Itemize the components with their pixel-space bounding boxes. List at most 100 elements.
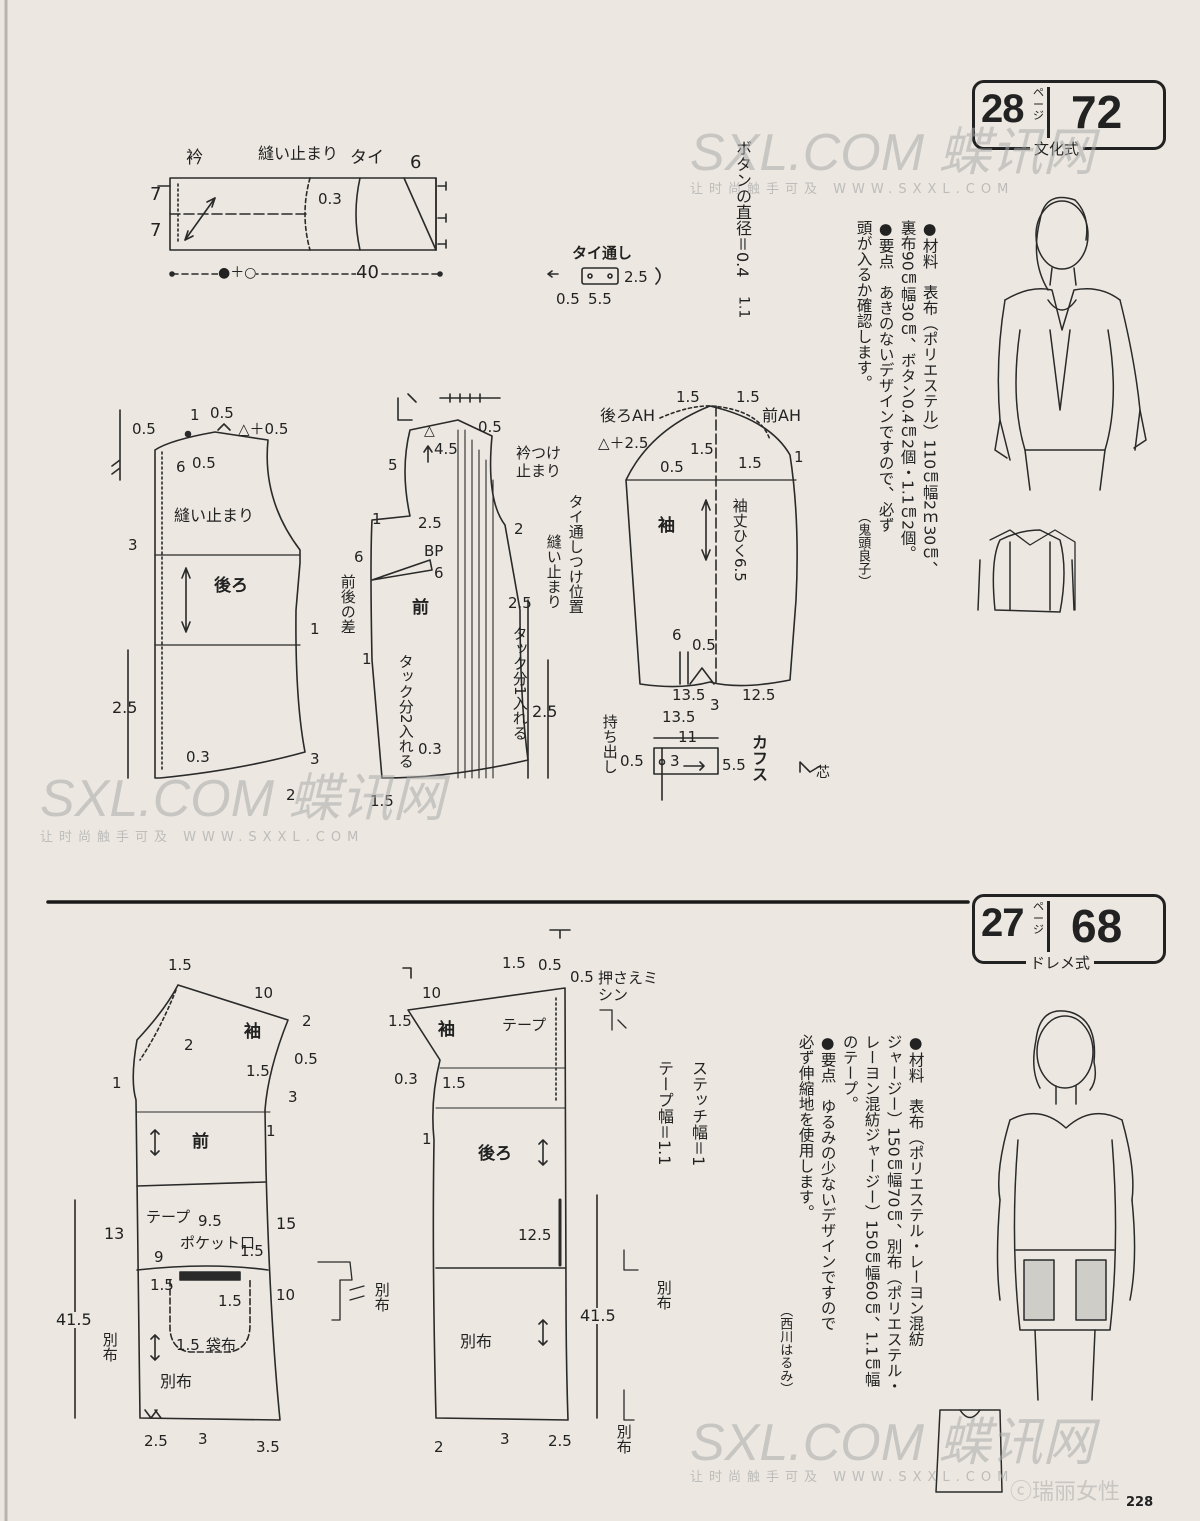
- label-collar: 衿: [186, 148, 203, 168]
- sleeve-dim-3: 3: [710, 696, 720, 714]
- front-dim-0-3: 0.3: [418, 740, 442, 758]
- bf-dim-3-5: 3.5: [256, 1438, 280, 1456]
- detail-contrast-c: 別布: [614, 1424, 633, 1454]
- dim-6: 6: [410, 152, 422, 173]
- cuff-dim-5-5: 5.5: [722, 756, 746, 774]
- bf-dim-9-5: 9.5: [198, 1212, 222, 1230]
- sleeve-dim-1: 1: [794, 448, 804, 466]
- page-ref-number: 28: [981, 87, 1024, 131]
- dim-7b: 7: [150, 220, 162, 241]
- point-line-2: 必ず伸縮地を使用します。: [796, 1034, 815, 1220]
- front-dim-6a: 6: [354, 548, 364, 566]
- bf-dim-1-5b: 1.5: [246, 1062, 270, 1080]
- bf-dim-1a: 1: [112, 1074, 122, 1092]
- sleeve-dim-13-5a: 13.5: [672, 686, 706, 704]
- back-dim-3: 3: [128, 536, 138, 554]
- bf-dim-41-5: 41.5: [56, 1310, 92, 1329]
- label-front-tunic: 前: [192, 1132, 209, 1152]
- sleeve-dim-6: 6: [672, 626, 682, 644]
- front-dim-1: 1: [372, 510, 382, 528]
- sleeve-dim-1-5d: 1.5: [738, 454, 762, 472]
- back-dim-1: 1: [190, 406, 200, 424]
- dim-7a: 7: [150, 184, 162, 205]
- cuff-dim-3: 3: [670, 752, 680, 770]
- tuck-1: タック分1入れる: [510, 626, 529, 741]
- bf-tape: テープ: [146, 1208, 191, 1226]
- cuff-interfacing: 芯: [816, 765, 830, 781]
- bb-dim-12-5: 12.5: [518, 1226, 552, 1244]
- label-back: 後ろ: [214, 576, 248, 596]
- material-line-2: ジャージー）150㎝幅70㎝、別布（ポリエステル・: [884, 1034, 903, 1394]
- bf-dim-1-5d: 1.5: [240, 1242, 264, 1260]
- label-cuffs: カフス: [749, 734, 768, 782]
- front-dim-2-5b: 2.5: [508, 594, 532, 612]
- material-line-1: ●材料 表布（ポリエステル・レーヨン混紡: [906, 1034, 925, 1347]
- sleeve-top: [625, 405, 798, 688]
- back-dim-0-5a: 0.5: [132, 420, 156, 438]
- tie-loop-position: タイ通しつけ位置: [566, 494, 585, 614]
- front-bp: BP: [424, 542, 444, 560]
- sleeve-dim-0-5b: 0.5: [692, 636, 716, 654]
- collar-dimension-40: [169, 271, 443, 277]
- drafting-method: 文化式: [1030, 138, 1084, 159]
- back-dim-0-5b: 0.5: [210, 404, 234, 422]
- material-line-3: レーヨン混紡ジャージー）150㎝幅60㎝、1.1㎝幅: [862, 1034, 881, 1387]
- bb-press-stitch: 押さえミシン: [598, 969, 659, 1004]
- bb-tape: テープ: [502, 1016, 547, 1034]
- pattern-number: 72: [1071, 86, 1123, 138]
- label-sewing-stop: 縫い止まり: [258, 144, 339, 163]
- bb-sleeve: 袖: [438, 1020, 455, 1040]
- bf-dim-10: 10: [254, 984, 274, 1002]
- watermark-sub-mid: 让时尚触手可及 WWW.SXXL.COM: [40, 830, 365, 845]
- front-dim-6b: 6: [434, 564, 444, 582]
- bf-dim-1b: 1: [266, 1122, 276, 1140]
- bb-dim-1: 1: [422, 1130, 432, 1148]
- back-dim-0-3: 0.3: [186, 748, 210, 766]
- page-ref-number: 27: [981, 901, 1024, 945]
- back-dim-0-5c: 0.5: [192, 454, 216, 472]
- bf-contrast-fabric-2: 別布: [160, 1372, 193, 1391]
- front-armhole: 前AH: [762, 406, 801, 425]
- cuff-piece: [653, 737, 821, 801]
- bb-dim-0-3: 0.3: [394, 1070, 418, 1088]
- bf-pocket-mouth: ポケット口: [180, 1234, 256, 1252]
- bf-sleeve: 袖: [244, 1022, 261, 1042]
- bb-dim-2-5: 2.5: [548, 1432, 572, 1450]
- point-line-2: 頭が入るか確認します。: [854, 220, 873, 391]
- bb-dim-41-5: 41.5: [580, 1306, 616, 1325]
- button-diameter: ボタンの直径＝0.4: [733, 140, 752, 278]
- front-bodice: [370, 393, 549, 779]
- back-tunic: [402, 929, 598, 1421]
- bf-dim-1-5e: 1.5: [150, 1276, 174, 1294]
- page-suffix: ページ: [1033, 86, 1044, 123]
- tape-width: テープ幅＝1.1: [655, 1060, 674, 1166]
- front-dim-5: 5: [388, 456, 398, 474]
- bottom-badge: 27 ページ 68: [972, 894, 1166, 964]
- label-sleeve: 袖: [658, 516, 675, 536]
- front-back-difference: 前後の差: [338, 574, 357, 634]
- bf-dim-1-5f: 1.5: [218, 1292, 242, 1310]
- back-dim-2-5: 2.5: [112, 698, 138, 717]
- sleeve-dim-1-5b: 1.5: [736, 388, 760, 406]
- bf-dim-2a: 2: [302, 1012, 312, 1030]
- back-armhole: 後ろAH: [600, 406, 655, 425]
- label-front: 前: [412, 598, 429, 618]
- bf-dim-1-5: 1.5: [168, 956, 192, 974]
- bf-dim-15: 15: [276, 1214, 297, 1233]
- sleeve-length-reduce: 袖丈ひく6.5: [730, 498, 749, 582]
- page-suffix: ページ: [1033, 900, 1044, 937]
- cuff-dim-11: 11: [678, 728, 698, 746]
- bb-dim-0-5b: 0.5: [570, 968, 594, 986]
- bf-dim-10b: 10: [276, 1286, 296, 1304]
- bb-dim-1-5: 1.5: [502, 954, 526, 972]
- watermark-brand-mid: SXL.COM 蝶讯网: [40, 770, 445, 828]
- bb-dim-10: 10: [422, 984, 442, 1002]
- badge-divider: [1047, 901, 1050, 957]
- front-sewing-stop: 縫い止まり: [544, 534, 563, 609]
- bf-dim-9: 9: [154, 1248, 164, 1266]
- watermark-brand-top: SXL.COM 蝶讯网: [690, 124, 1095, 182]
- bf-dim-0-5: 0.5: [294, 1050, 318, 1068]
- bb-dim-2: 2: [434, 1438, 444, 1456]
- collar-attach-stop: 衿つけ止まり: [516, 444, 562, 480]
